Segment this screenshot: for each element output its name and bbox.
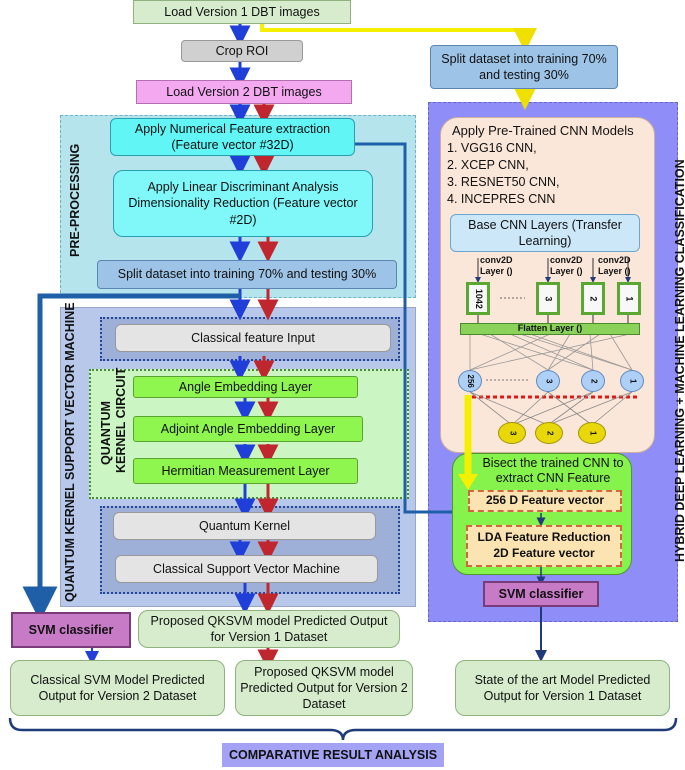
circuit-label: QUANTUM KERNEL CIRCUIT [99, 367, 129, 473]
cnn-title: Apply Pre-Trained CNN Models [452, 123, 634, 138]
cnn-model-item: 2. XCEP CNN, [447, 158, 529, 172]
numerical-feature-label: Apply Numerical Feature extraction (Feat… [134, 121, 331, 152]
classical-svm-label: Classical Support Vector Machine [153, 561, 340, 576]
circuit-label-2: KERNEL CIRCUIT [114, 367, 128, 473]
split-right-label: Split dataset into training 70% and test… [441, 51, 607, 82]
dense-node-3: 3 [536, 370, 560, 392]
dense-node-label: 3 [544, 378, 554, 384]
hermitian-box: Hermitian Measurement Layer [133, 458, 358, 484]
load-v2-label: Load Version 2 DBT images [166, 84, 322, 99]
quantum-kernel-label: Quantum Kernel [198, 518, 291, 533]
output-node-label: 3 [508, 430, 518, 436]
lda-feature-box: LDA Feature Reduction 2D Feature vector [466, 525, 622, 567]
filter-3: 3 [536, 282, 560, 315]
adjoint-embedding-box: Adjoint Angle Embedding Layer [133, 416, 363, 442]
preprocessing-label: PRE-PROCESSING [68, 143, 82, 257]
feat256-label: 256 D Feature vector [485, 493, 605, 508]
filter-label: 1042 [473, 288, 484, 309]
filter-label: 1 [624, 295, 635, 302]
svm-right-label: SVM classifier [498, 586, 584, 601]
base-layers-box: Base CNN Layers (Transfer Learning) [450, 214, 640, 252]
qksvm-v1-label: Proposed QKSVM model Predicted Output fo… [150, 613, 388, 644]
svm-left-box: SVM classifier [11, 612, 131, 648]
adjoint-embedding-label: Adjoint Angle Embedding Layer [160, 421, 336, 436]
lda-box: Apply Linear Discriminant Analysis Dimen… [113, 170, 373, 237]
hybrid-label: HYBRID DEEP LEARNING + MACHINE LEARNING … [673, 159, 685, 562]
filter-1042: 1042 [466, 282, 490, 315]
output-node-3: 3 [498, 422, 526, 444]
feat256-box: 256 D Feature vector [468, 490, 622, 512]
dense-node-2: 2 [581, 370, 605, 392]
split-right-box: Split dataset into training 70% and test… [430, 45, 618, 89]
svm-right-box: SVM classifier [483, 581, 599, 607]
dense-node-1: 1 [620, 370, 644, 392]
hermitian-label: Hermitian Measurement Layer [161, 463, 330, 478]
output-node-label: 1 [588, 430, 598, 436]
load-v1-label: Load Version 1 DBT images [164, 4, 320, 19]
angle-embedding-box: Angle Embedding Layer [133, 376, 358, 398]
svm-left-label: SVM classifier [28, 622, 114, 637]
comparative-result-box: COMPARATIVE RESULT ANALYSIS [222, 743, 444, 767]
split-left-label: Split dataset into training 70% and test… [117, 267, 377, 282]
qksvm-v1-box: Proposed QKSVM model Predicted Output fo… [138, 610, 400, 648]
cnn-model-item: 4. INCEPRES CNN [447, 192, 556, 206]
dense-node-256: 256 [458, 370, 482, 392]
filter-label: 2 [588, 295, 599, 302]
circuit-label-1: QUANTUM [99, 401, 113, 465]
dense-node-label: 256 [466, 374, 476, 388]
quantum-kernel-box: Quantum Kernel [113, 512, 376, 540]
output-node-1: 1 [578, 422, 606, 444]
load-v1-box: Load Version 1 DBT images [133, 0, 351, 24]
flatten-label: Flatten Layer () [517, 323, 583, 334]
split-left-box: Split dataset into training 70% and test… [97, 260, 397, 289]
crop-roi-label: Crop ROI [215, 43, 269, 58]
filter-1: 1 [617, 282, 641, 315]
filter-2: 2 [581, 282, 605, 315]
output-node-label: 2 [545, 430, 555, 436]
classical-v2-label: Classical SVM Model Predicted Output for… [30, 672, 205, 703]
angle-embedding-label: Angle Embedding Layer [178, 379, 313, 394]
sota-v1-label: State of the art Model Predicted Output … [474, 672, 651, 703]
output-node-2: 2 [535, 422, 563, 444]
lda-label: Apply Linear Discriminant Analysis Dimen… [128, 180, 358, 227]
cnn-model-item: 3. RESNET50 CNN, [447, 175, 560, 189]
load-v2-box: Load Version 2 DBT images [136, 80, 352, 104]
qksvm-label: QUANTUM KERNEL SUPPORT VECTOR MACHINE [63, 302, 77, 602]
dense-node-label: 2 [589, 378, 599, 384]
flatten-layer-box: Flatten Layer () [460, 323, 640, 335]
comparative-result-label: COMPARATIVE RESULT ANALYSIS [228, 747, 438, 762]
qksvm-v2-box: Proposed QKSVM model Predicted Output fo… [235, 660, 413, 716]
classical-v2-box: Classical SVM Model Predicted Output for… [10, 660, 225, 716]
conv-label-2: conv2D Layer () [550, 255, 583, 276]
classical-input-box: Classical feature Input [115, 324, 391, 352]
qksvm-v2-label: Proposed QKSVM model Predicted Output fo… [240, 664, 408, 712]
conv-label-3: conv2D Layer () [598, 255, 631, 276]
crop-roi-box: Crop ROI [181, 40, 303, 62]
conv-label-1: conv2D Layer () [480, 255, 513, 276]
bisect-text: Bisect the trained CNN to extract CNN Fe… [482, 456, 624, 500]
dense-node-label: 1 [628, 378, 638, 384]
classical-input-label: Classical feature Input [191, 330, 315, 345]
base-layers-label: Base CNN Layers (Transfer Learning) [468, 217, 622, 248]
sota-v1-box: State of the art Model Predicted Output … [455, 660, 670, 716]
lda-feature-label: LDA Feature Reduction 2D Feature vector [477, 530, 611, 560]
numerical-feature-box: Apply Numerical Feature extraction (Feat… [110, 118, 355, 156]
cnn-model-item: 1. VGG16 CNN, [447, 141, 537, 155]
filter-label: 3 [543, 295, 554, 302]
cnn-models-list: 1. VGG16 CNN, 2. XCEP CNN, 3. RESNET50 C… [447, 140, 560, 208]
classical-svm-box: Classical Support Vector Machine [115, 555, 378, 583]
